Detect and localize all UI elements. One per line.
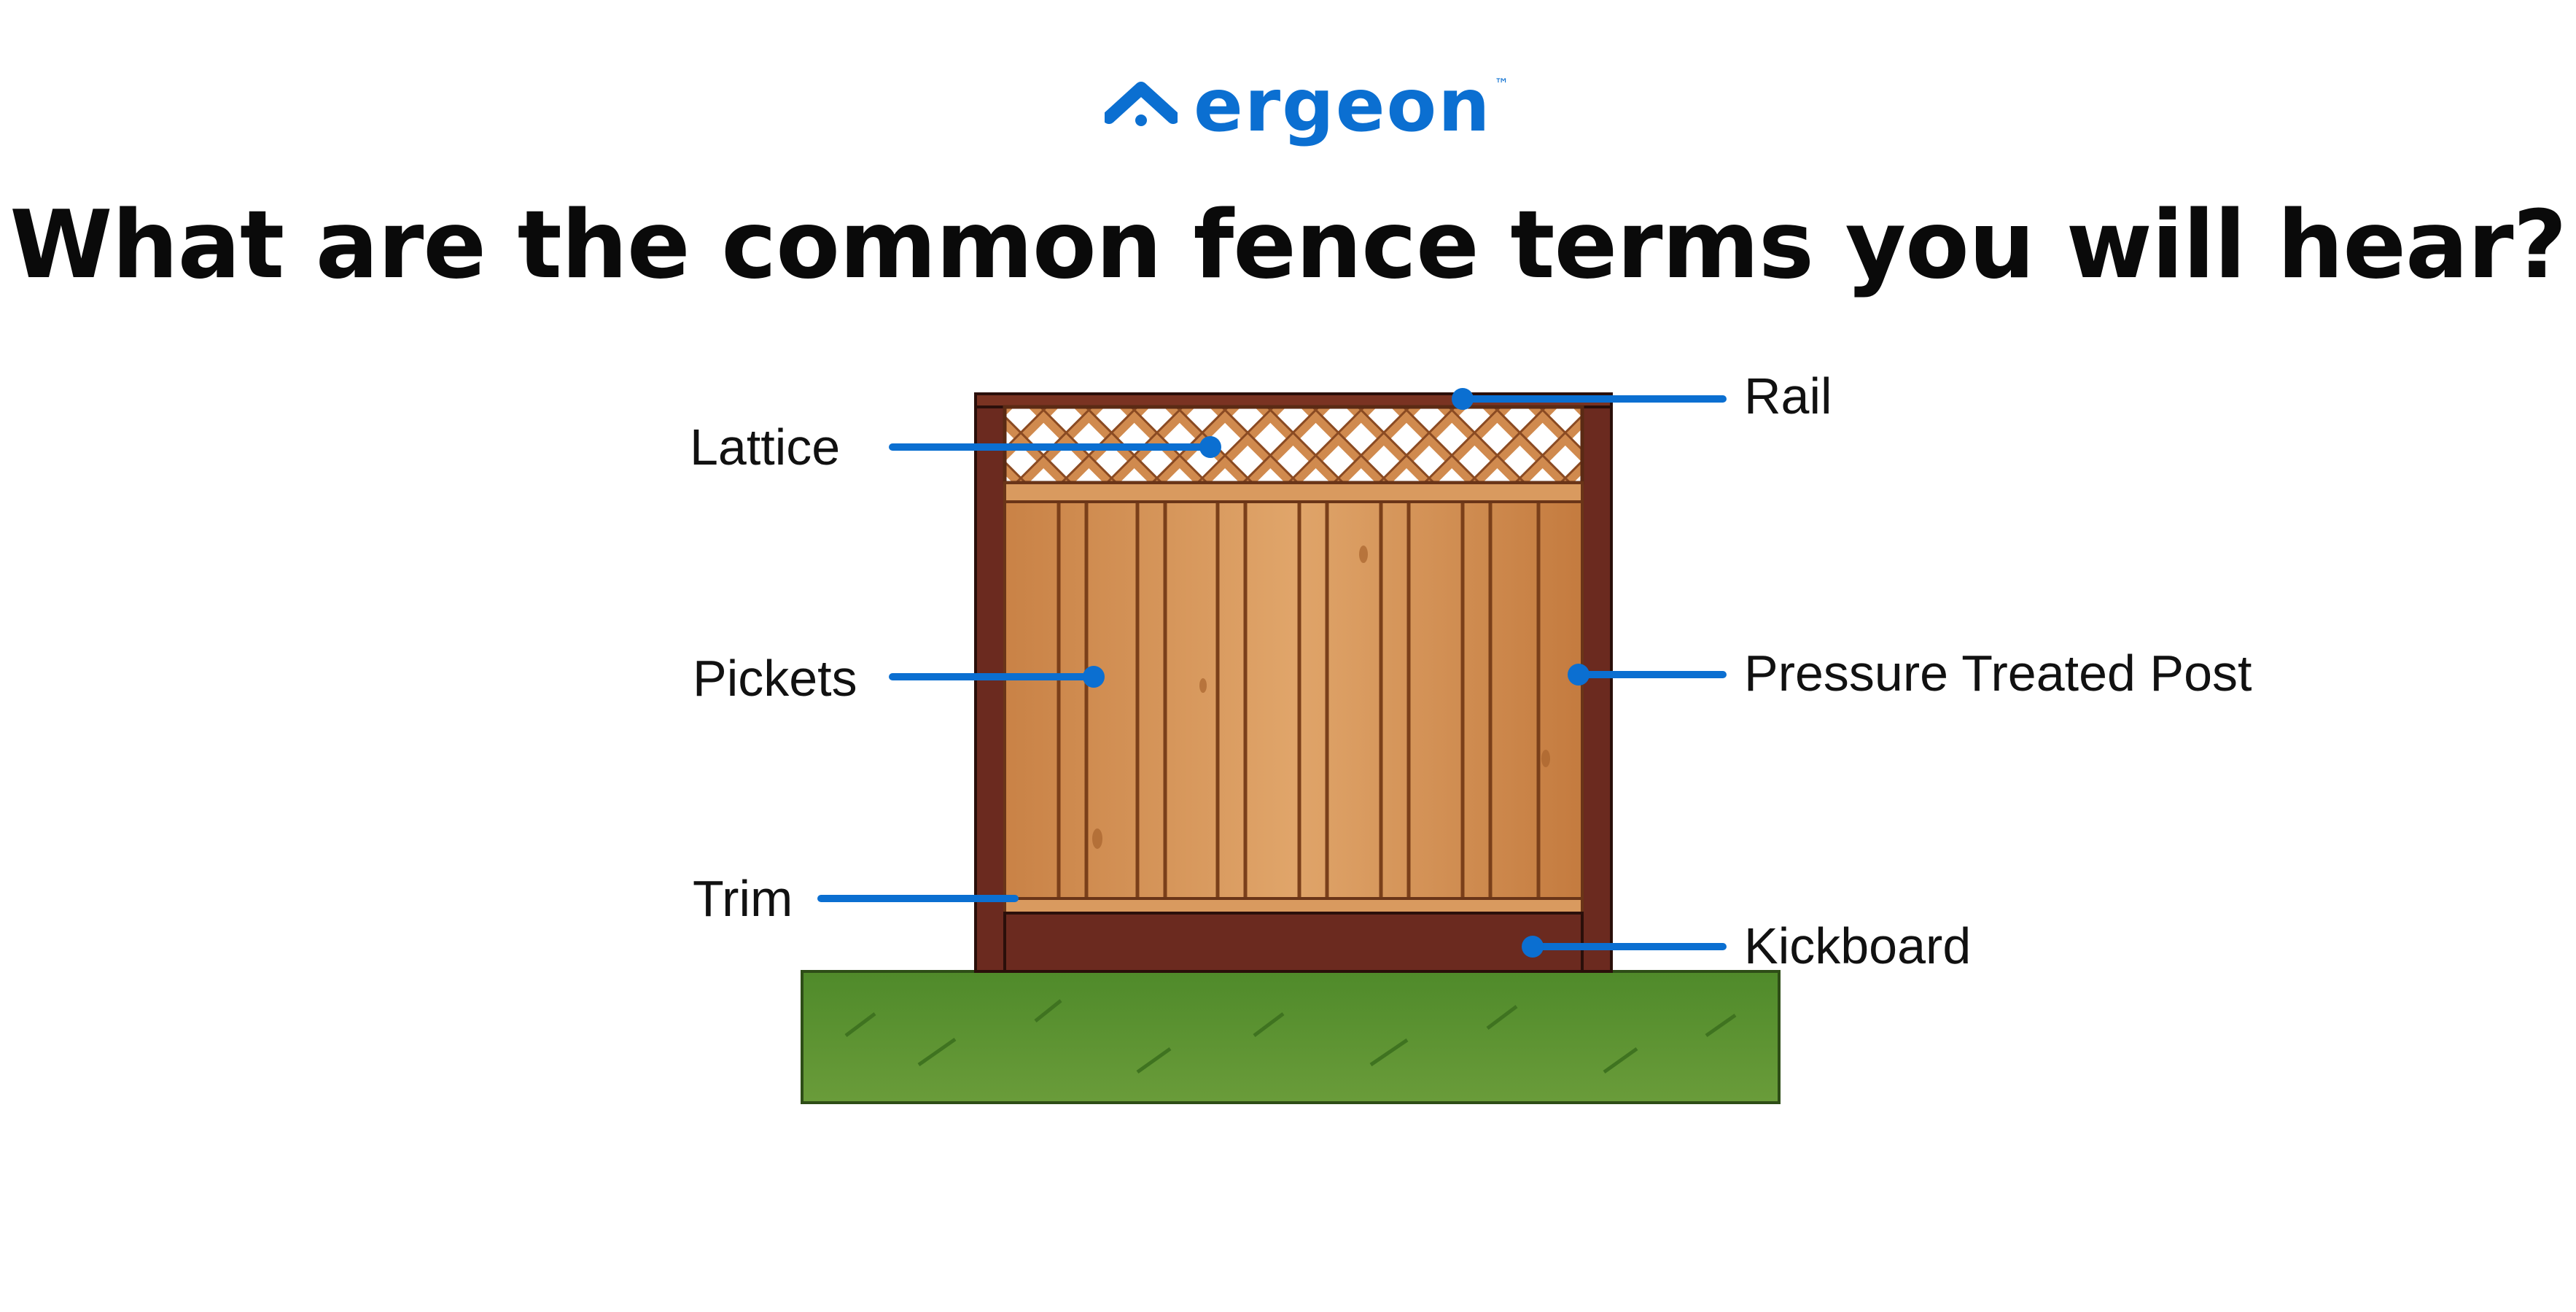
middle-rail <box>1003 481 1584 503</box>
brand-name: ergeon <box>1194 63 1492 148</box>
pickets-label: Pickets <box>693 650 857 707</box>
pressure-treated-post-label: Pressure Treated Post <box>1744 645 2252 702</box>
pickets-callout-dot <box>1083 666 1105 688</box>
grass-ground <box>801 970 1781 1104</box>
pickets <box>1003 500 1584 901</box>
kickboard-callout-dot <box>1522 936 1544 958</box>
left-post <box>974 392 1006 973</box>
right-post <box>1581 392 1613 973</box>
rail-label: Rail <box>1744 368 1832 424</box>
bottom-trim <box>1003 897 1584 915</box>
trademark-symbol: ™ <box>1494 75 1509 93</box>
ergeon-logo: ergeon ™ <box>1105 62 1509 150</box>
kickboard-label: Kickboard <box>1744 917 1972 974</box>
lattice-label: Lattice <box>690 419 841 475</box>
roof-chevron-icon <box>1105 82 1178 126</box>
kickboard <box>1003 912 1584 973</box>
page-title: What are the common fence terms you will… <box>9 191 2567 300</box>
post-callout-dot <box>1568 664 1589 686</box>
rail-callout-dot <box>1452 388 1474 410</box>
trim-label: Trim <box>693 870 793 927</box>
lattice-callout-dot <box>1199 436 1221 458</box>
